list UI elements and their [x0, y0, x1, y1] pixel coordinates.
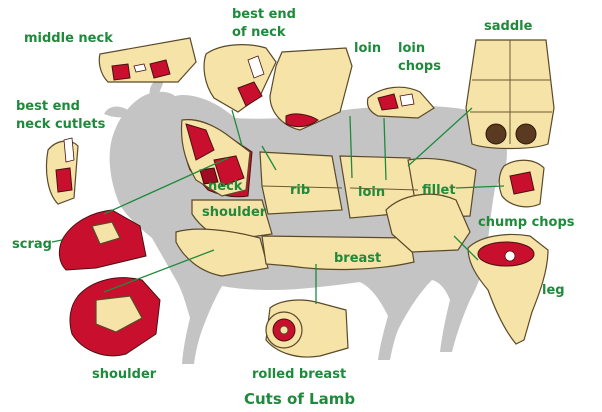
- label-fillet: fillet: [422, 183, 456, 198]
- label-middle-neck: middle neck: [24, 31, 113, 46]
- label-chump-chops: chump chops: [478, 215, 575, 230]
- label-best-end-neck-cutlets-1: best end: [16, 99, 80, 114]
- label-rib: rib: [290, 183, 310, 198]
- label-best-end-of-neck-1: best end: [232, 7, 296, 22]
- shoulder-bottom-cut: [69, 277, 161, 357]
- label-breast: breast: [334, 251, 381, 266]
- chump-chops-cut: [498, 159, 545, 208]
- best-end-of-neck-cut: [203, 44, 277, 113]
- label-loin-chops-1: loin: [398, 41, 425, 56]
- label-saddle: saddle: [484, 19, 533, 34]
- label-rolled-breast: rolled breast: [252, 367, 346, 382]
- loin-cut: [269, 47, 353, 131]
- label-best-end-neck-cutlets-2: neck cutlets: [16, 117, 106, 132]
- cut-hind: [385, 193, 471, 253]
- best-end-neck-cutlets-cut: [45, 137, 79, 205]
- cut-breast: [261, 235, 415, 271]
- labels: middle neck best end of neck loin loin c…: [12, 7, 575, 408]
- label-neck: neck: [208, 179, 243, 194]
- label-shoulder-bottom: shoulder: [92, 367, 157, 382]
- label-shoulder-body: shoulder: [202, 205, 267, 220]
- saddle-cut: [465, 39, 555, 150]
- label-best-end-of-neck-2: of neck: [232, 25, 286, 40]
- label-scrag: scrag: [12, 237, 52, 252]
- neck-cut: [180, 119, 251, 197]
- loin-chops-cut: [366, 86, 435, 119]
- scrag-cut: [58, 209, 147, 271]
- label-loin-body: loin: [358, 185, 385, 200]
- diagram-title: Cuts of Lamb: [244, 390, 355, 408]
- cut-rib: [259, 151, 343, 215]
- label-leg: leg: [542, 283, 565, 298]
- leader-lines: [51, 107, 505, 304]
- label-loin-chops-2: chops: [398, 59, 441, 74]
- label-loin-top: loin: [354, 41, 381, 56]
- middle-neck-cut: [98, 37, 197, 83]
- rolled-breast-cut: [265, 299, 349, 358]
- leg-cut: [467, 233, 549, 345]
